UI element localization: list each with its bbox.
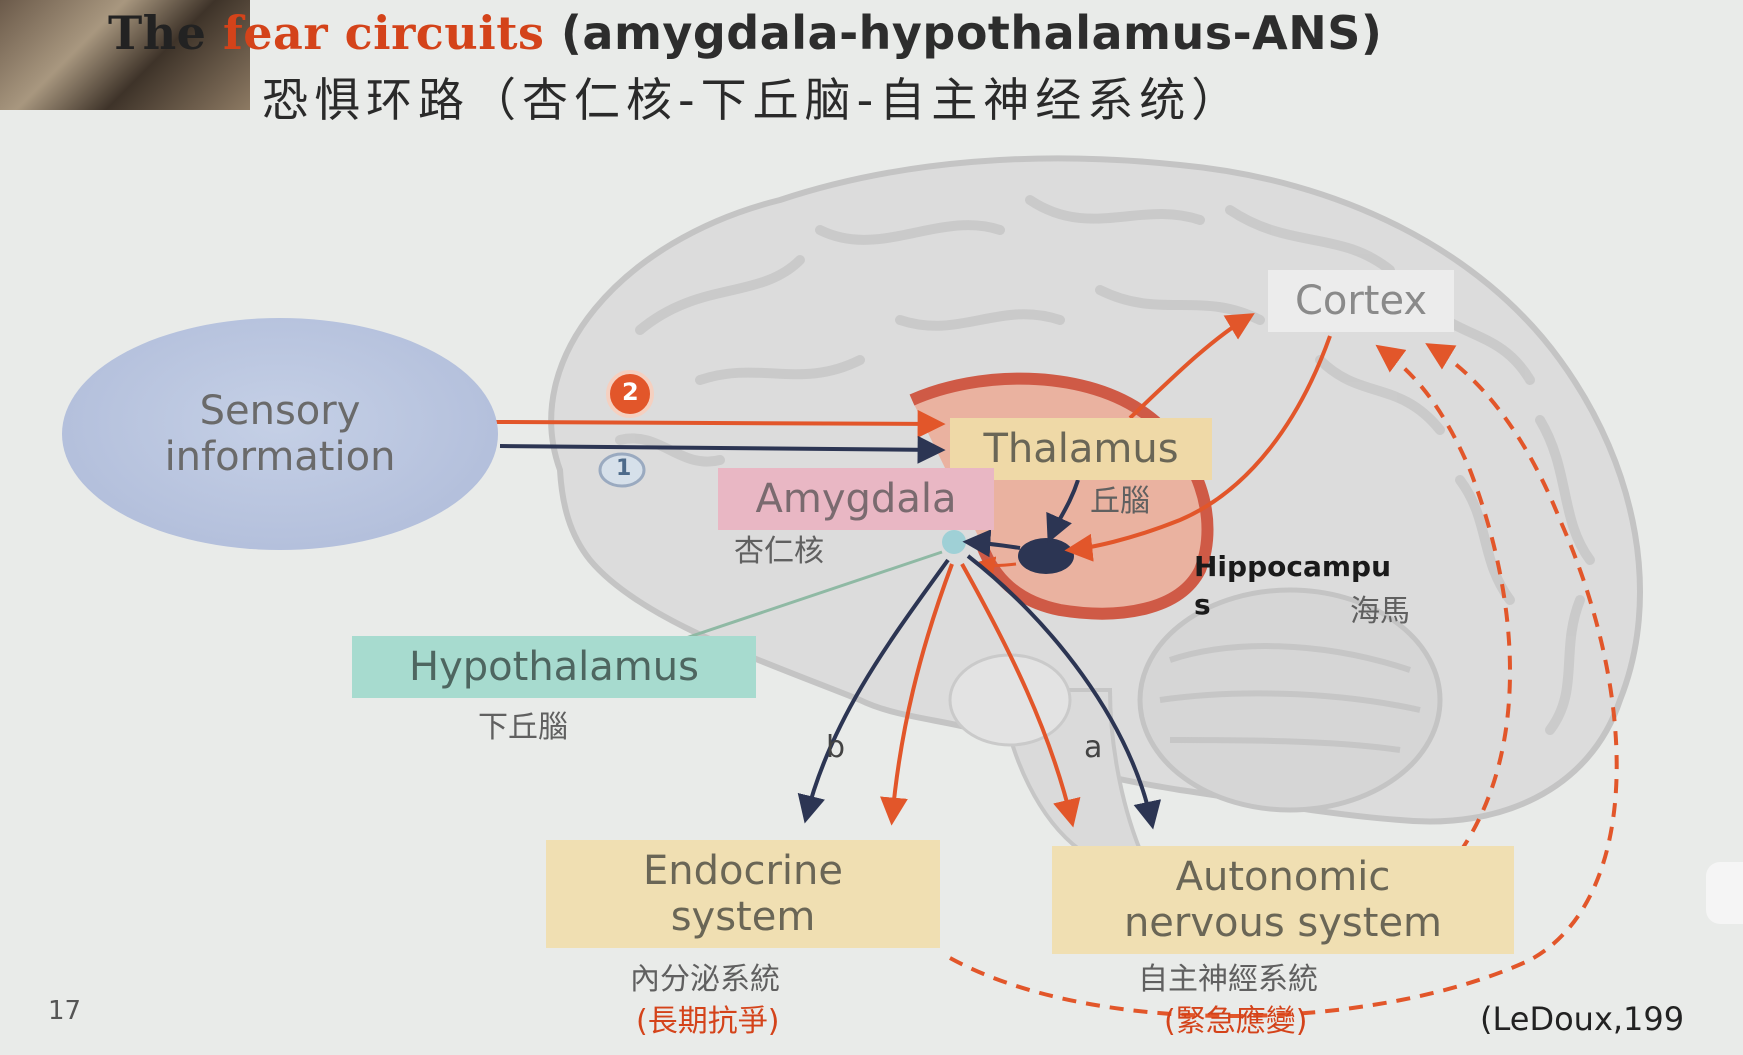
endocrine-orange-arrow [880,563,954,826]
hippocampus-chinese: 海馬 [1350,594,1410,629]
sensory-line1: Sensory [199,388,361,434]
hippocampus-line1: Hippocampu [1194,550,1391,583]
marker-1-circle [598,452,646,488]
citation: (LeDoux,199 [1480,1000,1685,1038]
amygdala-hypothalamus-line [679,550,943,642]
slide-title-english: The fear circuits (amygdala-hypothalamus… [108,6,1382,60]
hypothalamus-chinese: 下丘腦 [478,710,568,745]
autonomic-system-node: Autonomic nervous system [1052,846,1514,954]
cerebellum [1137,587,1443,813]
path-b-label: b [826,730,846,765]
amygdala-chinese: 杏仁核 [734,534,824,569]
title-prefix: The [108,6,207,60]
title-photo [0,0,250,110]
marker-2-circle [606,370,654,418]
path-a-arrow [966,554,1162,830]
sensory-thalamus-dark-arrow [499,435,946,464]
path-a-label: a [1084,730,1103,765]
page-number: 17 [48,996,82,1026]
title-highlight: fear circuits [222,6,545,60]
sensory-thalamus-orange-arrow [495,409,946,438]
slide-title-chinese: 恐惧环路（杏仁核-下丘脑-自主神经系统） [262,73,1244,127]
autonomic-orange-arrow [960,563,1081,828]
thalamus-node: Thalamus [950,418,1212,480]
autonomic-feedback-dashed-arrow [1375,344,1512,854]
endocrine-note: (長期抗爭) [636,1004,780,1039]
cortex-amygdala-arrow [1064,335,1332,562]
sensory-line2: information [164,434,396,480]
hypothalamus-node: Hypothalamus [352,636,756,698]
endocrine-system-node: Endocrine system [546,840,940,948]
endocrine-feedback-dashed-arrow [949,343,1619,1019]
hippocampus-label: Hippocampu s [1194,548,1391,624]
marker-2-label: 2 [622,378,639,406]
thalamus-amygdala-dark-arrow [1046,479,1080,544]
endocrine-chinese: 內分泌系統 [630,962,780,997]
autonomic-note: (緊急應變) [1164,1004,1308,1039]
play-icon[interactable] [1706,862,1743,924]
sensory-information-node: Sensory information [62,318,498,550]
autonomic-line1: Autonomic [1175,854,1391,900]
amygdala-node: Amygdala [718,468,994,530]
autonomic-chinese: 自主神經系統 [1138,962,1318,997]
endocrine-line2: system [670,894,816,940]
title-rest: (amygdala-hypothalamus-ANS) [560,6,1383,60]
autonomic-line2: nervous system [1123,900,1443,946]
marker-1-label: 1 [616,456,632,481]
hippocampus-line2: s [1194,587,1211,621]
path-b-arrow [797,558,950,824]
thalamus-cortex-arrow [1128,313,1255,420]
endocrine-line1: Endocrine [643,848,843,894]
thalamus-chinese: 丘腦 [1090,484,1150,519]
cortex-node: Cortex [1268,270,1454,332]
